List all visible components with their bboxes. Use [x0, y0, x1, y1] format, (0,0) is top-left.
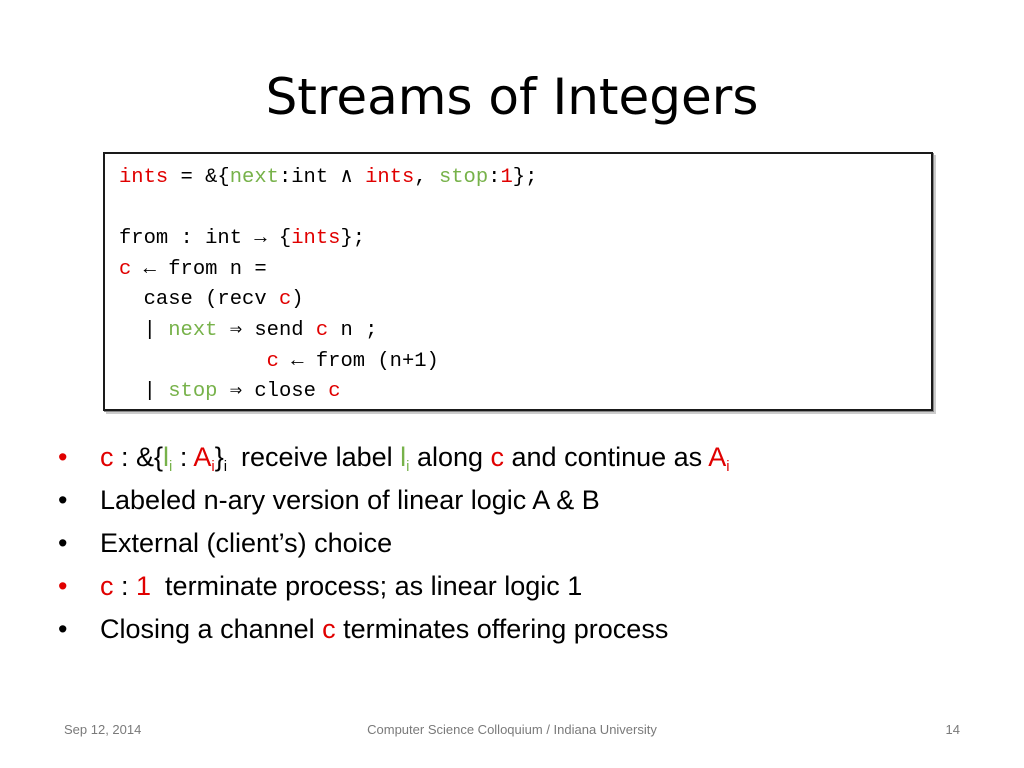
code-line: from : int → {ints}; — [119, 224, 931, 255]
code-token: ) — [291, 288, 304, 312]
code-token: = &{ — [168, 166, 230, 189]
subscript-text: i — [726, 459, 730, 476]
code-token: 1 — [500, 166, 513, 189]
code-token: from : int → { — [119, 227, 292, 251]
bullet-text: l — [400, 442, 407, 472]
code-token: ← from n = — [131, 257, 267, 281]
bullet-text: A — [708, 442, 727, 472]
bullet-text: c — [100, 571, 114, 601]
code-token: , — [414, 166, 439, 189]
code-line: case (recv c) — [119, 285, 931, 316]
bullet-item: • Closing a channel c terminates offering… — [58, 608, 998, 651]
subscript-text: i — [406, 459, 410, 476]
slide-title: Streams of Integers — [265, 68, 759, 126]
code-token: ints — [291, 227, 341, 251]
bullet-text: 1 — [136, 571, 152, 601]
code-line: | next ⇒ send c n ; — [119, 316, 931, 347]
bullet-dot-icon: • — [58, 528, 68, 558]
bullet-dot-icon: • — [58, 614, 68, 644]
code-token — [119, 350, 267, 373]
code-token: }; — [340, 227, 366, 251]
code-token: ints — [119, 166, 169, 189]
bullet-text: External (client’s) choice — [100, 528, 393, 558]
footer-date: Sep 12, 2014 — [64, 722, 142, 737]
code-line: c ← from n = — [119, 255, 931, 286]
code-token: stop — [438, 166, 489, 189]
bullet-item: • c : 1 terminate process; as linear logic… — [58, 565, 998, 608]
slide-number: 14 — [945, 722, 960, 737]
code-token: | — [119, 380, 169, 404]
code-token: ⇒ close — [217, 380, 329, 404]
code-token: next — [229, 166, 279, 189]
bullet-text: l — [163, 442, 170, 472]
bullet-item: • External (client’s) choice — [58, 522, 998, 565]
bullet-text: c — [490, 442, 505, 472]
code-token: :int ∧ — [278, 166, 366, 189]
footer-center-text: Computer Science Colloquium / Indiana Un… — [367, 722, 657, 737]
bullet-dot-icon: • — [58, 571, 68, 601]
code-token: c — [278, 288, 292, 312]
bullet-text: Labeled n-ary version of linear logic A … — [100, 485, 600, 515]
bullet-text: and continue as — [504, 442, 709, 472]
code-line: c ← from (n+1) — [119, 347, 931, 378]
code-token: }; — [512, 166, 538, 189]
code-token: ints — [365, 166, 415, 189]
code-token: stop — [168, 380, 218, 404]
bullet-text: receive label — [241, 442, 401, 472]
subscript-text: i — [223, 459, 228, 476]
code-token: next — [168, 318, 218, 342]
code-line: ints = &{next:int ∧ ints, stop:1}; — [119, 163, 931, 194]
code-line: | stop ⇒ close c — [119, 377, 931, 408]
bullet-dot-icon: • — [58, 485, 68, 515]
code-token: : — [488, 166, 501, 189]
bullet-dot-icon: • — [58, 442, 68, 472]
code-token: ⇒ send — [217, 318, 316, 342]
code-token: case (recv — [119, 288, 279, 312]
bullet-text: : — [113, 571, 137, 601]
code-token: c — [119, 257, 132, 281]
subscript-text: i — [211, 459, 215, 476]
bullet-text: A — [193, 442, 212, 472]
bullet-text: } — [214, 442, 224, 472]
code-token: n ; — [328, 318, 378, 342]
bullet-text: Closing a channel — [100, 614, 323, 644]
bullet-text: : &{ — [113, 442, 164, 472]
code-block: ints = &{next:int ∧ ints, stop:1}; from … — [103, 152, 933, 411]
bullet-text: terminates offering process — [335, 614, 669, 644]
bullet-text: c — [100, 442, 114, 472]
bullet-item: • Labeled n-ary version of linear logic A… — [58, 479, 998, 522]
bullet-text: : — [172, 442, 194, 472]
code-token: ← from (n+1) — [278, 349, 439, 373]
code-token: | — [119, 318, 169, 342]
code-token: c — [328, 380, 341, 404]
bullet-text: along — [409, 442, 491, 472]
subscript-text: i — [169, 459, 173, 476]
bullet-text: terminate process; as linear logic 1 — [165, 571, 583, 601]
code-token: c — [315, 318, 329, 342]
code-token: c — [266, 349, 279, 373]
bullet-text: c — [322, 614, 336, 644]
code-line — [119, 194, 931, 225]
